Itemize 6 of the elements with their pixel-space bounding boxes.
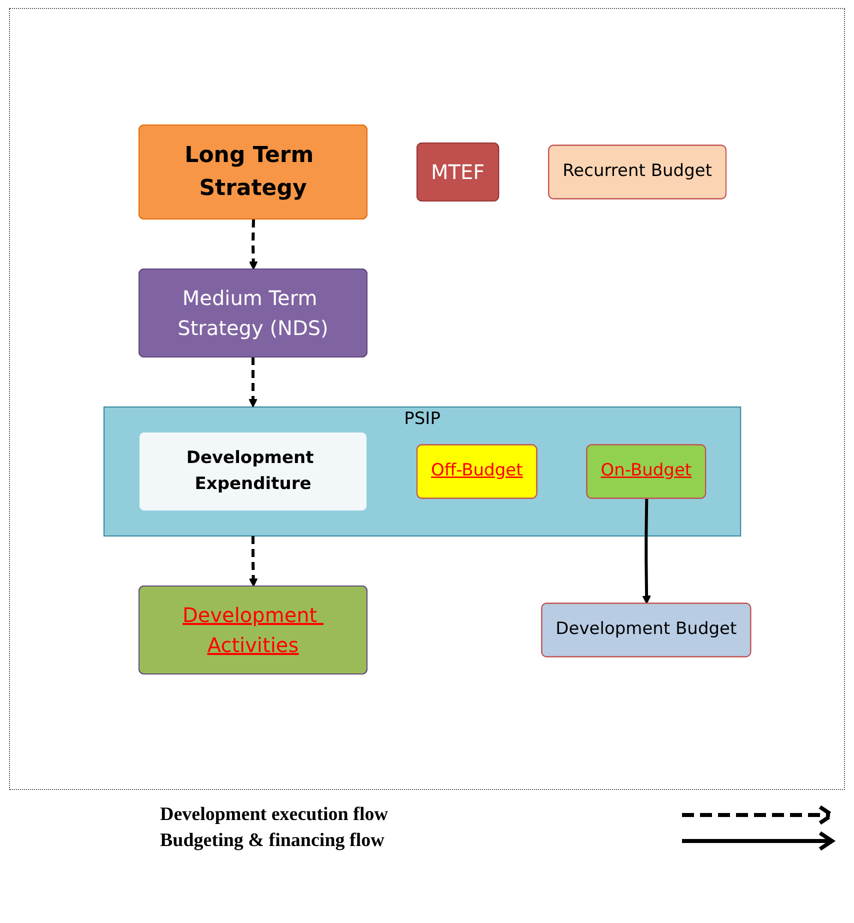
arrow xyxy=(642,498,651,604)
legend-text: Budgeting & financing flow xyxy=(160,830,386,852)
arrow xyxy=(248,218,258,270)
arrow xyxy=(248,536,258,586)
arrow xyxy=(248,356,258,407)
legend-text: Development execution flow xyxy=(160,804,389,826)
